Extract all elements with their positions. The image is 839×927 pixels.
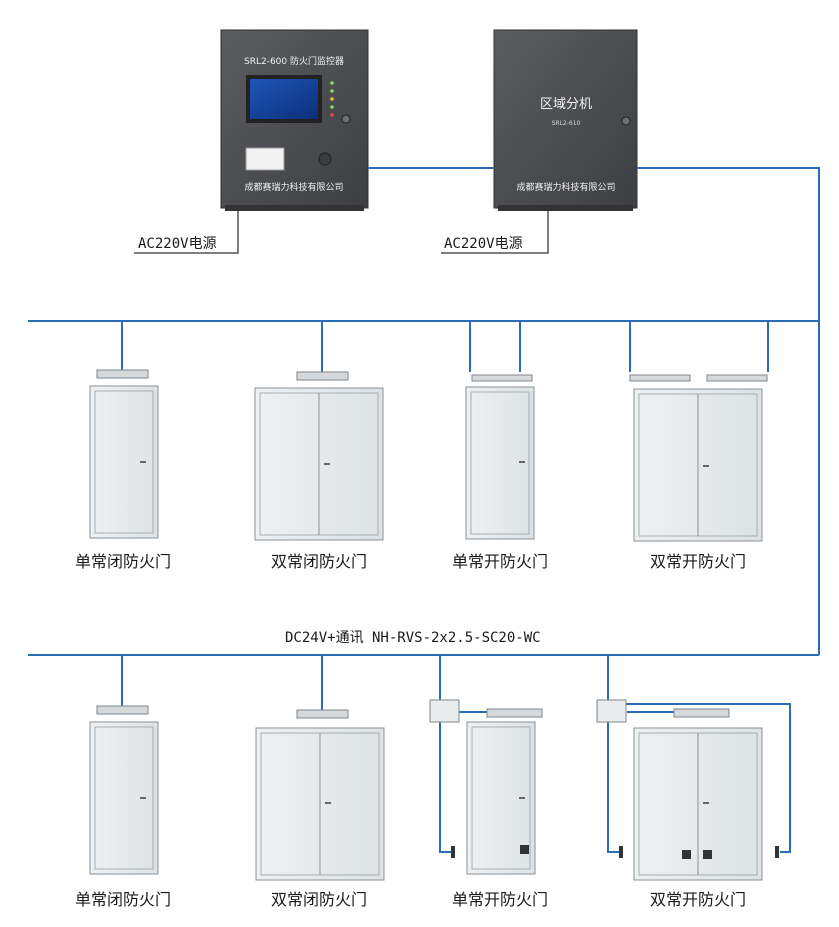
row2-door-4	[596, 699, 779, 881]
controller-screen	[250, 79, 318, 119]
row1-door-1	[89, 369, 159, 539]
row1-door-3	[465, 374, 535, 540]
controller-cabinet: SRL2-600 防火门监控器 成都赛瑞力科技有限公司	[220, 29, 369, 211]
floor-magnet	[451, 846, 455, 858]
row2-door-3-label: 单常开防火门	[451, 890, 548, 909]
controller-company: 成都赛瑞力科技有限公司	[244, 181, 343, 193]
floor-magnet	[619, 846, 623, 858]
door-closer	[296, 709, 349, 719]
row1-door-2-label: 双常闭防火门	[270, 552, 367, 571]
sub-unit-cabinet: 区域分机 SRL2-610 成都赛瑞力科技有限公司	[493, 29, 638, 211]
row1-door-2	[254, 371, 384, 541]
bus-label: DC24V+通讯 NH-RVS-2x2.5-SC20-WC	[285, 630, 541, 646]
door-closer	[96, 705, 149, 715]
printer-slot	[245, 147, 285, 171]
lock-icon	[621, 116, 631, 126]
release-module	[429, 699, 460, 723]
power-wires	[134, 211, 549, 254]
door-sensor	[520, 845, 529, 854]
lock-icon	[341, 114, 351, 124]
release-module	[596, 699, 627, 723]
indicator-leds	[330, 81, 334, 117]
row1-door-4	[629, 374, 768, 542]
row2-door-1-label: 单常闭防火门	[74, 890, 171, 909]
row2-door-4-label: 双常开防火门	[649, 890, 746, 909]
sub-unit-power-label: AC220V电源	[444, 236, 523, 252]
controller-power-label: AC220V电源	[138, 236, 217, 252]
floor-magnet	[775, 846, 779, 858]
door-closer	[673, 708, 730, 718]
row1-door-1-label: 单常闭防火门	[74, 552, 171, 571]
door-closer	[486, 708, 543, 718]
controller-title: SRL2-600 防火门监控器	[244, 55, 344, 67]
sub-unit-title: 区域分机	[540, 97, 592, 112]
door-sensor	[703, 850, 712, 859]
sub-unit-company: 成都赛瑞力科技有限公司	[516, 181, 615, 193]
row2-door-1	[89, 705, 159, 875]
speaker-icon	[318, 152, 332, 166]
door-holder	[629, 374, 691, 382]
row2-door-2	[255, 709, 385, 881]
door-holder	[706, 374, 768, 382]
door-sensor	[682, 850, 691, 859]
door-holder	[471, 374, 533, 382]
row2-door-3	[429, 699, 543, 875]
row1-door-3-label: 单常开防火门	[451, 552, 548, 571]
row2-door-2-label: 双常闭防火门	[270, 890, 367, 909]
door-closer	[96, 369, 149, 379]
sub-unit-model: SRL2-610	[552, 120, 581, 127]
door-closer	[296, 371, 349, 381]
row1-door-4-label: 双常开防火门	[649, 552, 746, 571]
